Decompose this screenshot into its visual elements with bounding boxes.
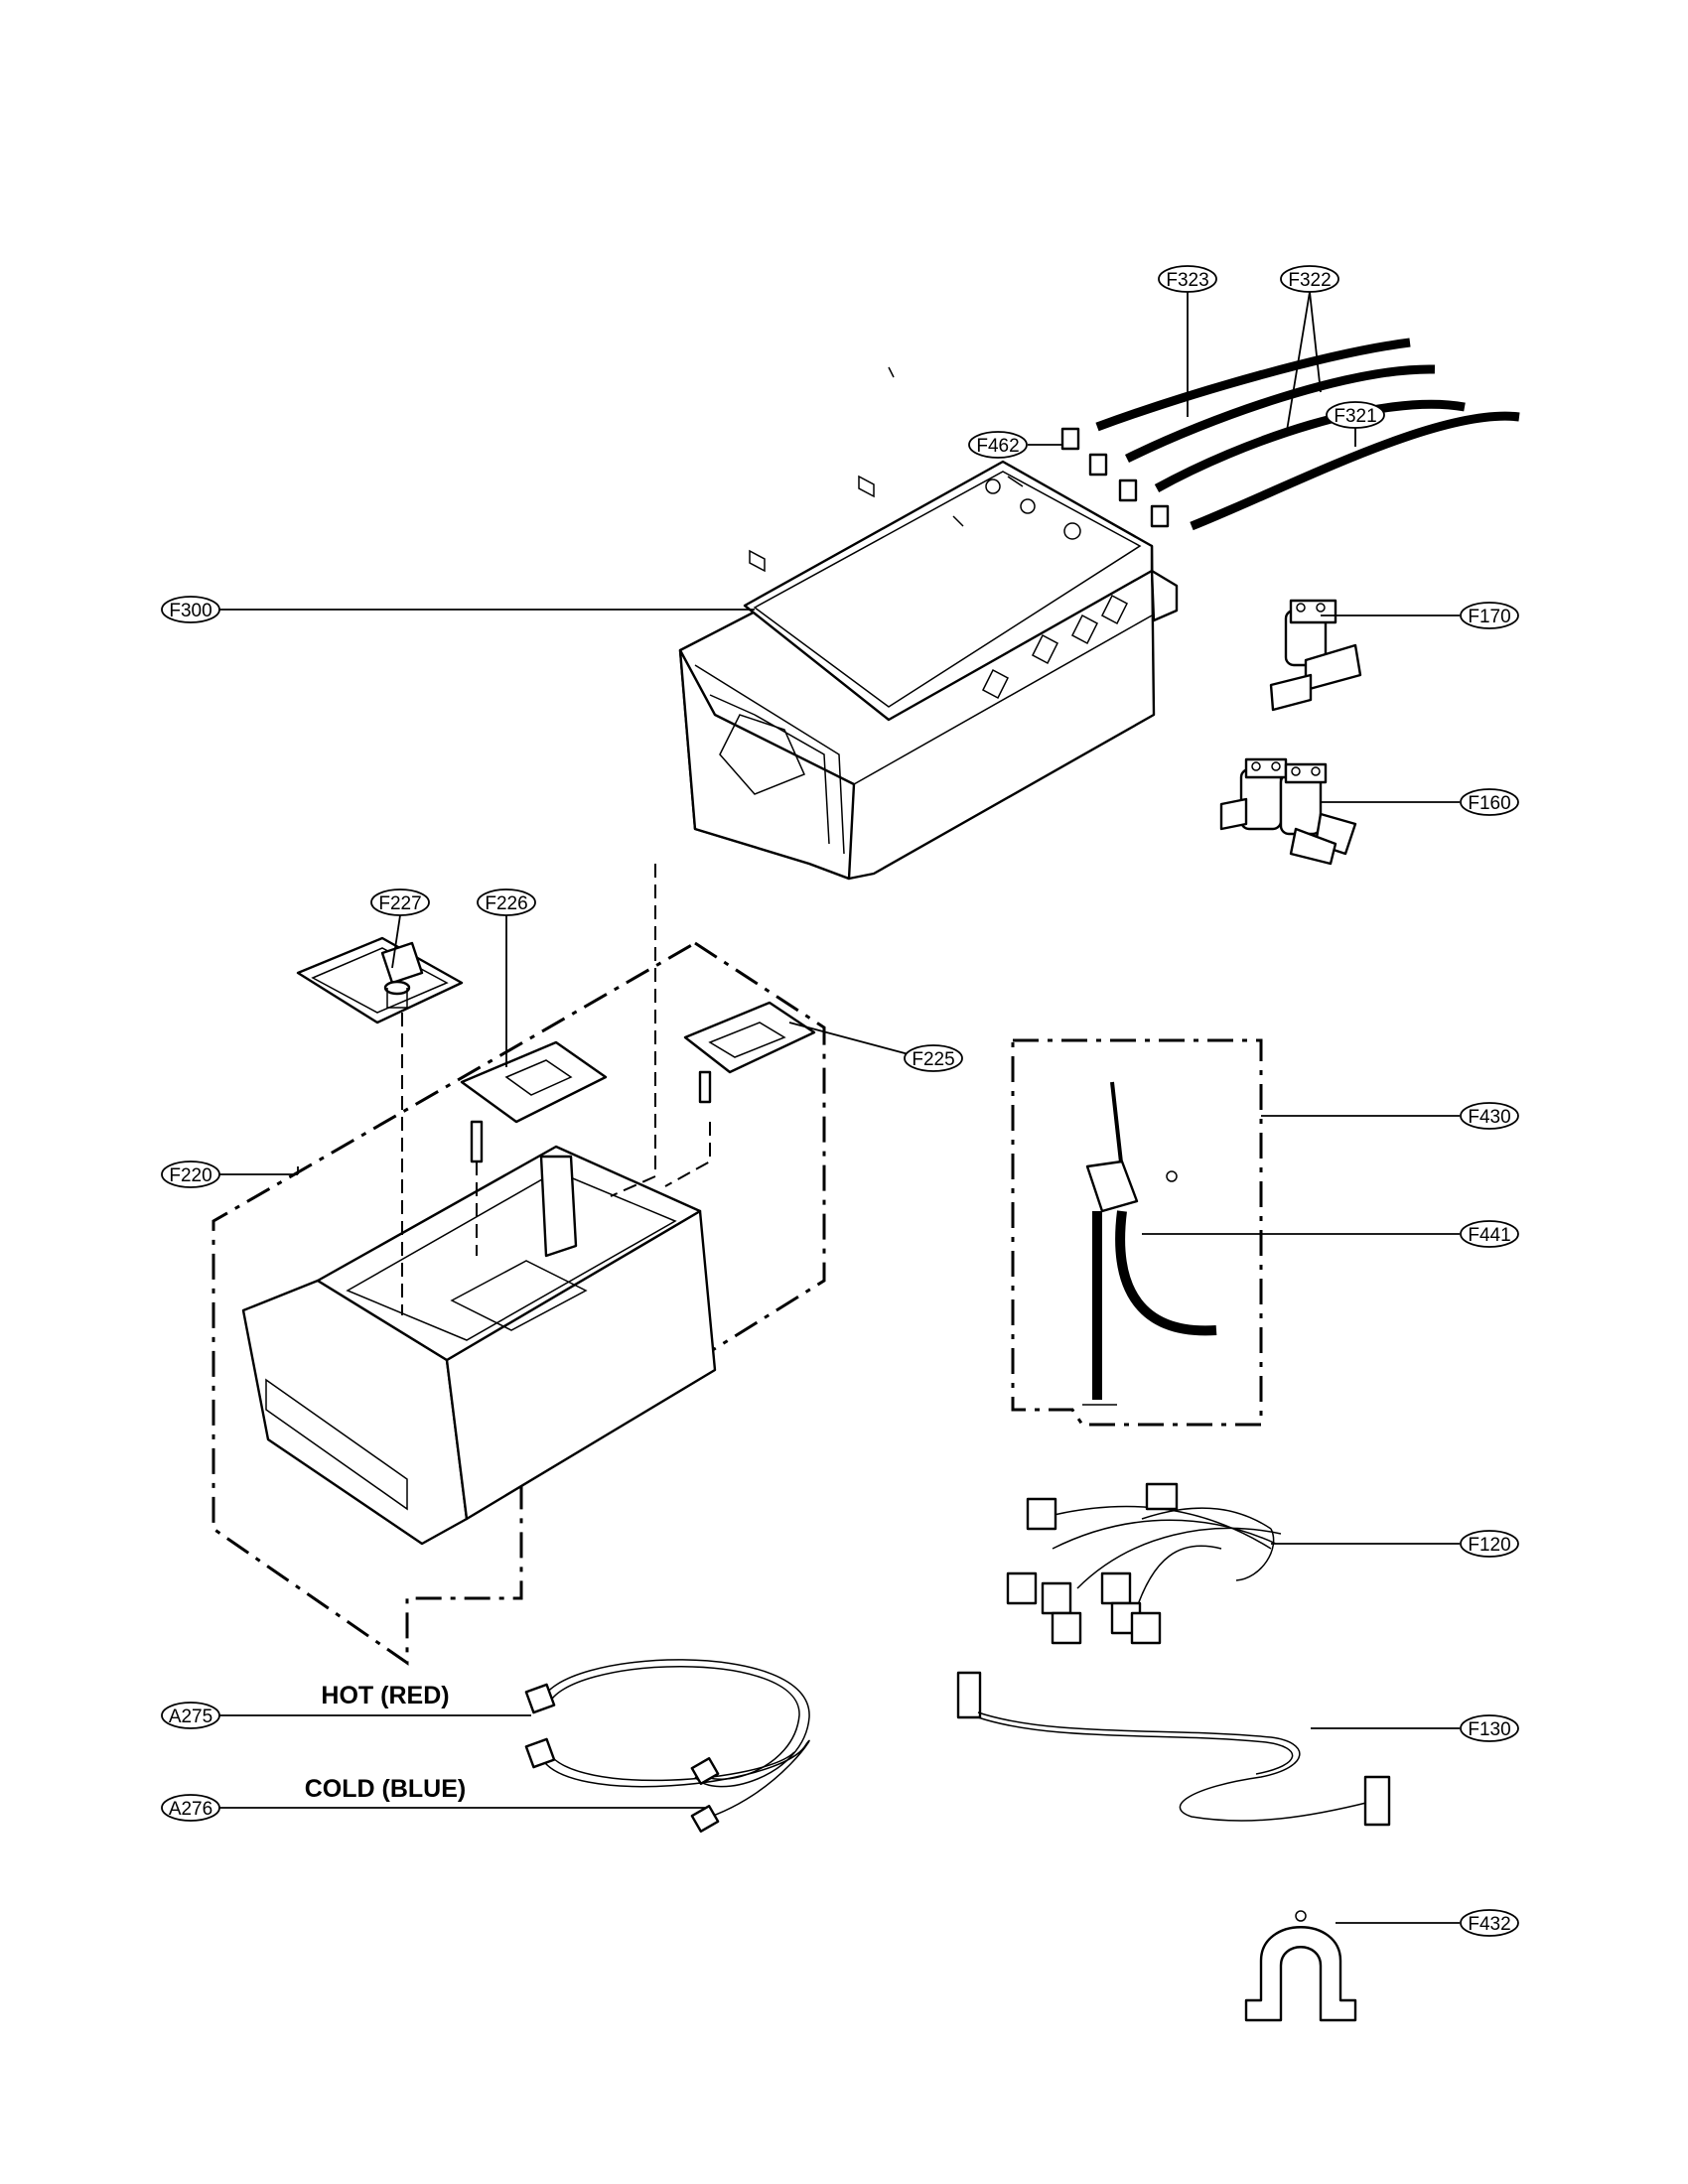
svg-text:F323: F323 xyxy=(1166,270,1208,291)
sub-harness-part xyxy=(956,1671,1391,1827)
softener-cover-part xyxy=(460,1040,608,1163)
cold-hose-caption: COLD (BLUE) xyxy=(305,1775,466,1803)
callout-F120: F120 xyxy=(1460,1530,1519,1558)
svg-text:F322: F322 xyxy=(1288,270,1331,291)
svg-text:F432: F432 xyxy=(1468,1914,1510,1935)
callout-F300: F300 xyxy=(161,596,220,623)
svg-text:A276: A276 xyxy=(169,1799,212,1820)
svg-text:A275: A275 xyxy=(169,1706,212,1727)
callout-F220: F220 xyxy=(161,1160,220,1188)
siphon-cap-part xyxy=(296,936,464,1024)
dispenser-hose-set-part xyxy=(1060,338,1520,531)
callout-F441: F441 xyxy=(1460,1220,1519,1248)
svg-text:F160: F160 xyxy=(1468,793,1510,814)
callout-F432: F432 xyxy=(1460,1909,1519,1937)
svg-text:F430: F430 xyxy=(1468,1107,1510,1128)
callout-F462: F462 xyxy=(968,431,1028,459)
callout-F322: F322 xyxy=(1280,265,1339,293)
hot-hose-caption: HOT (RED) xyxy=(321,1682,449,1709)
drain-hose-assembly-part xyxy=(1082,1081,1217,1406)
single-water-valve-part xyxy=(1269,599,1362,712)
leader-lines xyxy=(218,291,1460,1924)
wire-harness-part xyxy=(1006,1482,1282,1645)
callout-F430: F430 xyxy=(1460,1102,1519,1130)
svg-text:F120: F120 xyxy=(1468,1535,1510,1556)
callout-F170: F170 xyxy=(1460,602,1519,629)
drawer-assembly-part xyxy=(241,1145,717,1546)
svg-text:F225: F225 xyxy=(912,1049,954,1070)
svg-text:F300: F300 xyxy=(169,601,211,621)
svg-text:F220: F220 xyxy=(169,1165,211,1186)
assembly-guide-lines xyxy=(401,864,711,1315)
callout-F226: F226 xyxy=(477,888,536,916)
dispenser-housing-part xyxy=(678,366,1179,881)
drain-hose-assembly-boundary xyxy=(1011,1038,1263,1427)
inlet-hoses-part xyxy=(524,1659,810,1833)
svg-text:F226: F226 xyxy=(485,893,527,914)
bleach-cover-part xyxy=(683,1001,816,1104)
callout-F160: F160 xyxy=(1460,788,1519,816)
callout-A275: A275 xyxy=(161,1702,220,1729)
callout-F321: F321 xyxy=(1326,401,1385,429)
double-water-valve-part xyxy=(1219,757,1357,866)
svg-text:F170: F170 xyxy=(1468,607,1510,627)
svg-text:F441: F441 xyxy=(1468,1225,1510,1246)
drawer-assembly-boundary xyxy=(211,941,826,1666)
svg-text:F227: F227 xyxy=(378,893,421,914)
hose-support-part xyxy=(1244,1910,1357,2022)
callout-F130: F130 xyxy=(1460,1714,1519,1742)
svg-text:F130: F130 xyxy=(1468,1719,1510,1740)
callout-F227: F227 xyxy=(370,888,430,916)
callout-A276: A276 xyxy=(161,1794,220,1822)
callout-F323: F323 xyxy=(1158,265,1217,293)
svg-text:F462: F462 xyxy=(976,436,1019,457)
svg-text:F321: F321 xyxy=(1334,406,1376,427)
callout-F225: F225 xyxy=(904,1044,963,1072)
